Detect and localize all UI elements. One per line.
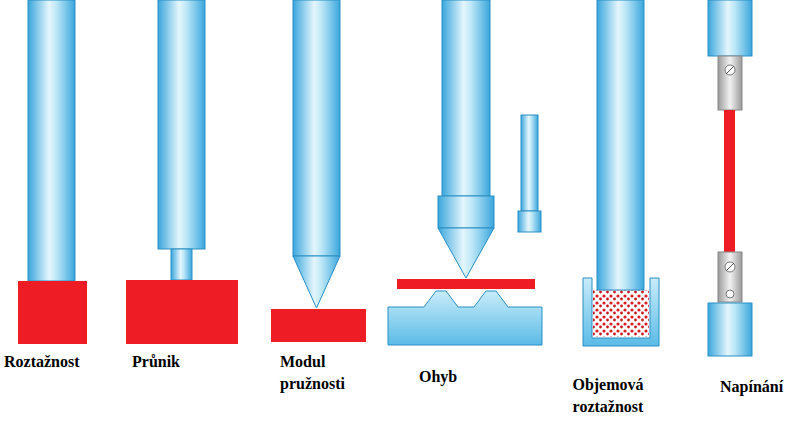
probe-cone <box>293 256 340 308</box>
sample <box>126 280 238 344</box>
screw <box>725 65 735 75</box>
expansion-probe <box>18 0 87 344</box>
probe-label: Roztažnost <box>4 351 114 373</box>
upper-clamp <box>718 56 742 110</box>
screw <box>726 290 734 298</box>
probe-cone <box>438 228 494 278</box>
sample <box>18 281 87 344</box>
lower-clamp <box>718 252 742 302</box>
screw-slot <box>726 263 734 271</box>
probe-label: Objemová roztažnost <box>560 374 656 418</box>
sample <box>271 309 366 342</box>
probe-label: Napínání <box>720 376 786 398</box>
penetration-probe <box>126 0 238 344</box>
probe-label: Modul pružnosti <box>280 351 366 395</box>
probe-rod <box>597 0 644 290</box>
thermocouple-tip <box>518 211 541 232</box>
thermocouple <box>521 115 538 211</box>
screw <box>725 262 735 272</box>
upper-rod <box>708 0 752 56</box>
probe-rod <box>293 0 340 256</box>
probe-collar <box>438 196 494 228</box>
lower-rod <box>708 303 752 356</box>
tension-probe <box>708 0 752 356</box>
volume-probe <box>583 0 659 346</box>
powder-sample <box>593 290 649 337</box>
probe-tip <box>171 249 192 280</box>
probe-rod <box>158 0 205 249</box>
probe-label: Průnik <box>132 351 232 373</box>
sample-film <box>724 110 735 252</box>
probe-rod <box>28 0 75 281</box>
support-base <box>388 291 542 345</box>
modulus-probe <box>271 0 366 342</box>
screw-slot <box>726 66 734 74</box>
bending-probe <box>388 0 542 345</box>
sample-bar <box>397 279 535 289</box>
probe-label: Ohyb <box>419 366 499 388</box>
probe-rod <box>442 0 490 196</box>
